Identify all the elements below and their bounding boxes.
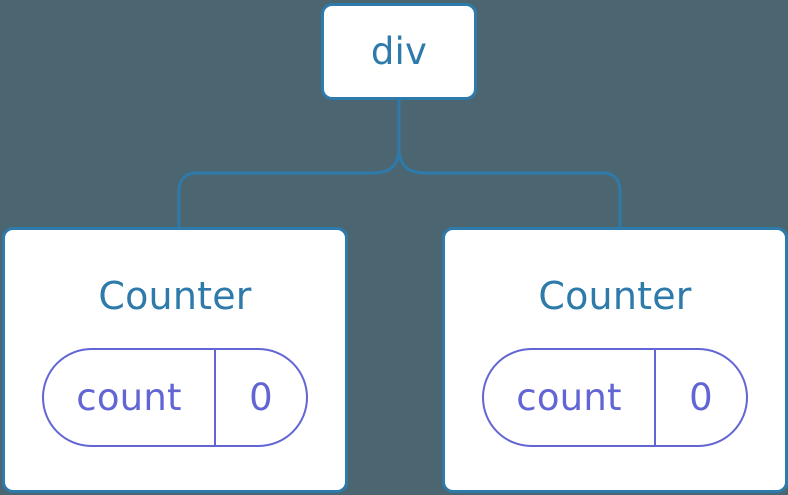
state-pill-0-value: 0 — [249, 376, 273, 419]
state-pill-0-value-cell: 0 — [216, 350, 306, 445]
tree-node-counter-0[interactable]: Counter count 0 — [2, 227, 348, 493]
tree-node-counter-1[interactable]: Counter count 0 — [442, 227, 788, 493]
state-pill-1-key: count — [516, 376, 622, 419]
state-pill-1-value-cell: 0 — [656, 350, 746, 445]
connector-branch-right — [397, 146, 622, 228]
state-pill-1-key-cell: count — [484, 350, 656, 445]
tree-node-div[interactable]: div — [321, 3, 477, 100]
tree-node-counter-0-label: Counter — [98, 274, 252, 318]
state-pill-0-key: count — [76, 376, 182, 419]
state-pill-1[interactable]: count 0 — [482, 348, 748, 447]
state-pill-0[interactable]: count 0 — [42, 348, 308, 447]
connector-branch-left — [177, 146, 401, 228]
tree-node-counter-1-label: Counter — [538, 274, 692, 318]
tree-node-div-label: div — [370, 30, 428, 73]
state-pill-0-key-cell: count — [44, 350, 216, 445]
state-pill-1-value: 0 — [689, 376, 713, 419]
